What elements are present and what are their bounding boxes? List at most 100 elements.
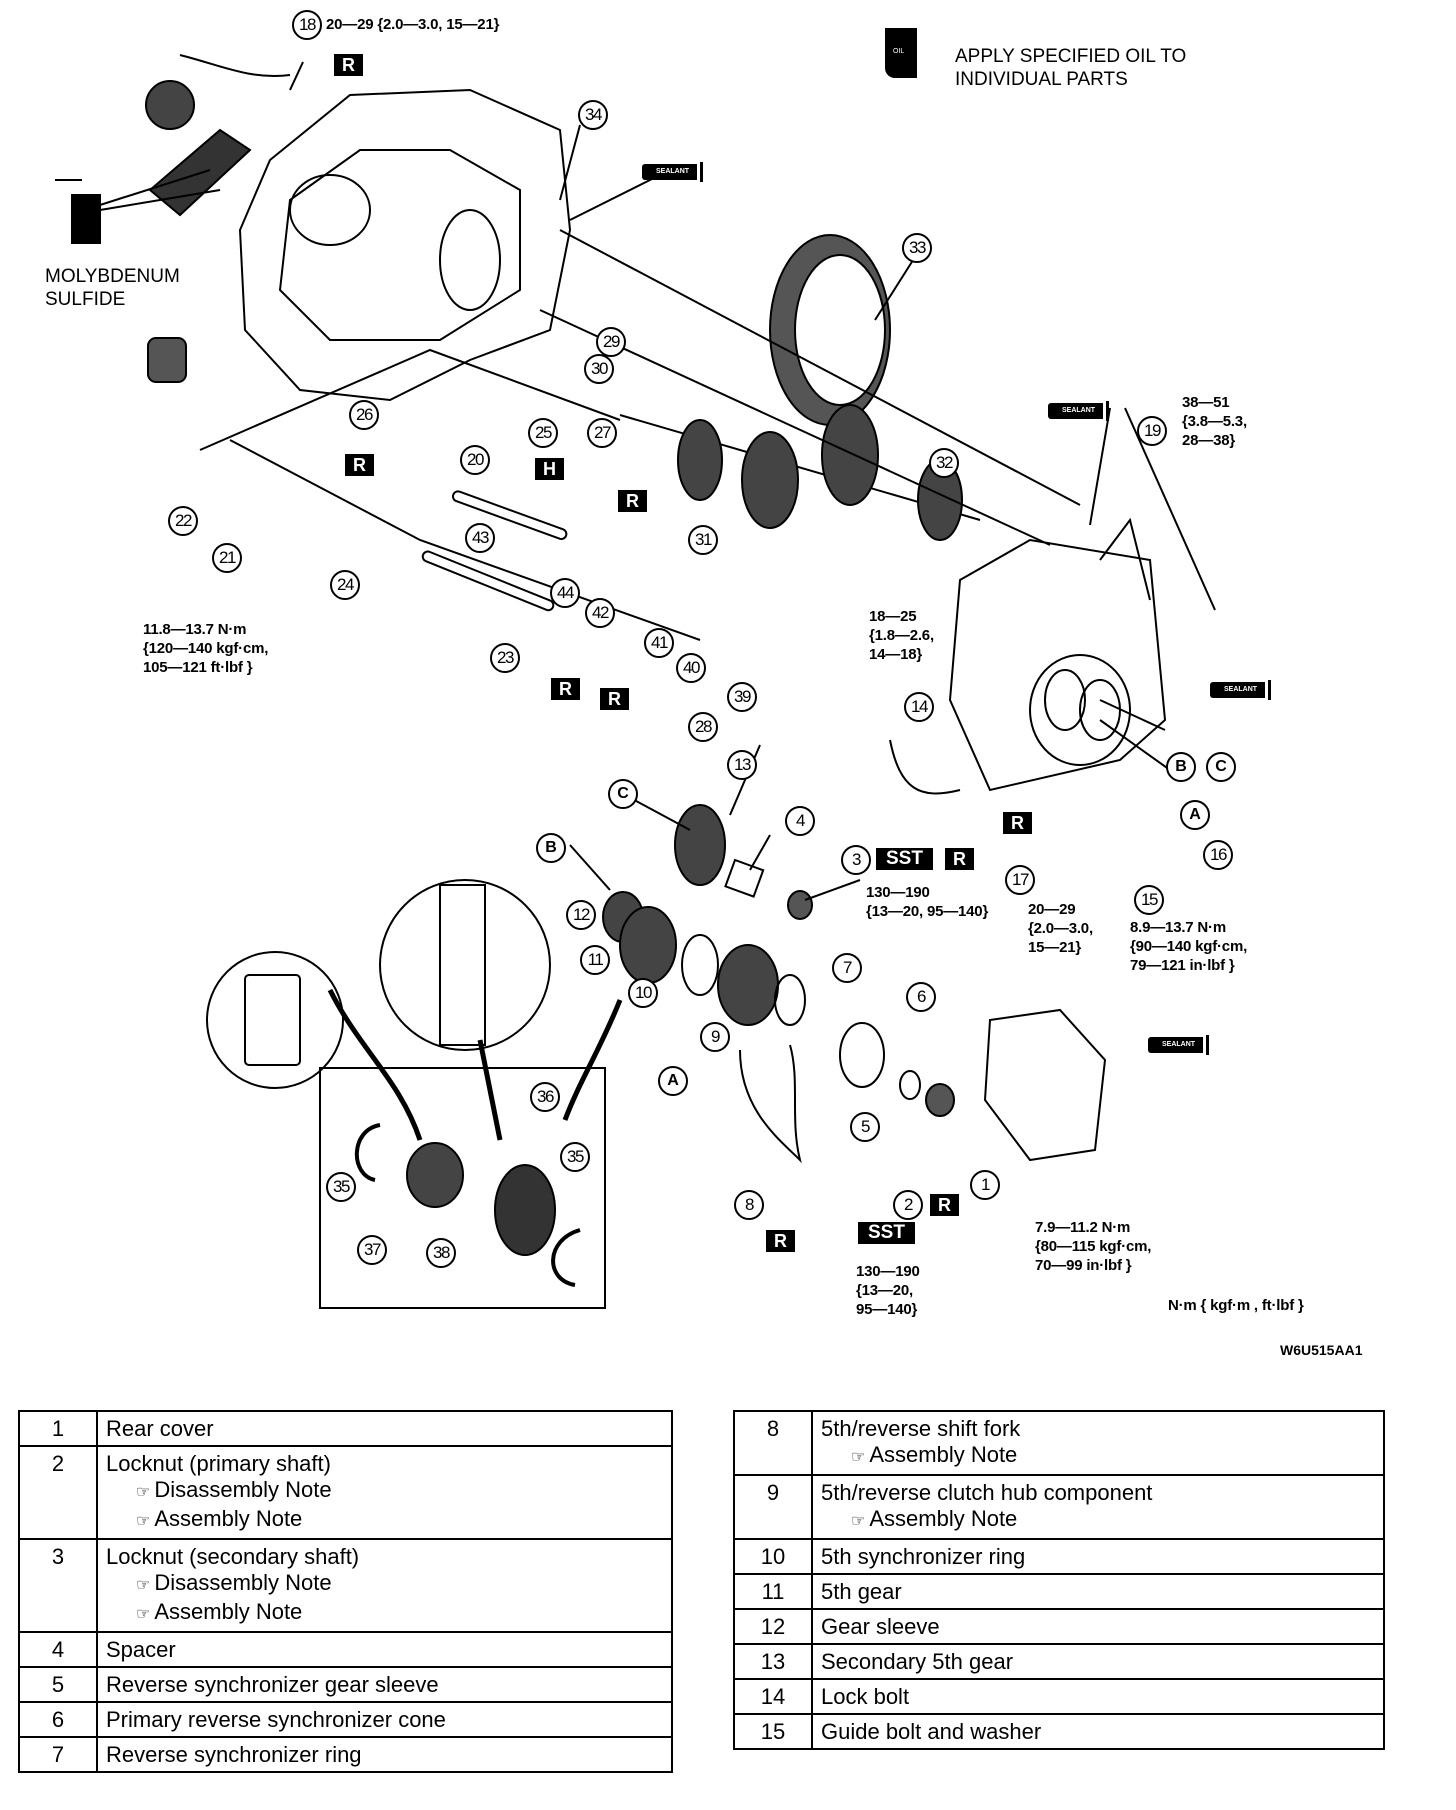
part-name: Reverse synchronizer ring — [106, 1742, 362, 1767]
note-link[interactable]: ☞Assembly Note — [821, 1442, 1375, 1471]
callout-29: 29 — [596, 327, 626, 357]
secondary-5th-gear-drawing — [674, 804, 726, 886]
replace-badge: R — [618, 490, 647, 512]
callout-9: 9 — [700, 1022, 730, 1052]
callout-27: 27 — [587, 418, 617, 448]
callout-4: 4 — [785, 806, 815, 836]
part-name: Secondary 5th gear — [821, 1649, 1014, 1674]
letter-callout-b: B — [536, 833, 566, 863]
replace-badge: R — [1003, 812, 1032, 834]
part-description-cell: 5th gear — [811, 1573, 1385, 1610]
replace-badge: R — [600, 688, 629, 710]
oil-can-icon: OIL — [885, 28, 917, 78]
torque-19: 38—51 {3.8—5.3, 28—38} — [1182, 394, 1247, 449]
note-label[interactable]: Disassembly Note — [154, 1570, 332, 1595]
part-number: 12 — [733, 1608, 813, 1645]
part-description-cell: Primary reverse synchronizer cone — [96, 1701, 673, 1738]
replace-badge: R — [930, 1194, 959, 1216]
diagram-code: W6U515AA1 — [1280, 1342, 1363, 1358]
replace-badge: R — [334, 54, 363, 76]
note-link[interactable]: ☞Assembly Note — [106, 1506, 663, 1535]
part-number: 8 — [733, 1410, 813, 1476]
callout-26: 26 — [349, 400, 379, 430]
letter-callout-a: A — [658, 1066, 688, 1096]
callout-6: 6 — [906, 982, 936, 1012]
part-name: 5th/reverse clutch hub component — [821, 1480, 1153, 1505]
callout-15: 15 — [1134, 885, 1164, 915]
callout-42: 42 — [585, 598, 615, 628]
pointing-hand-icon: ☞ — [136, 1484, 151, 1501]
part-name: Spacer — [106, 1637, 176, 1662]
part-number: 9 — [733, 1474, 813, 1540]
part-name: 5th synchronizer ring — [821, 1544, 1026, 1569]
part-name: Guide bolt and washer — [821, 1719, 1042, 1744]
spray-can-icon — [71, 194, 101, 244]
callout-12: 12 — [566, 900, 596, 930]
callout-33: 33 — [902, 233, 932, 263]
part-description-cell: 5th/reverse clutch hub component☞Assembl… — [811, 1474, 1385, 1540]
callout-41: 41 — [644, 628, 674, 658]
part-number: 11 — [733, 1573, 813, 1610]
replace-badge: R — [551, 678, 580, 700]
torque-15: 8.9—13.7 N·m {90—140 kgf·cm, 79—121 in·l… — [1130, 919, 1248, 974]
sst-badge: SST — [858, 1222, 915, 1244]
callout-25: 25 — [528, 418, 558, 448]
part-name: 5th/reverse shift fork — [821, 1416, 1021, 1441]
parts-row: 13 Secondary 5th gear — [733, 1643, 1385, 1680]
callout-39: 39 — [727, 682, 757, 712]
note-label[interactable]: Assembly Note — [869, 1442, 1018, 1467]
callout-7: 7 — [832, 953, 862, 983]
part-name: Reverse synchronizer gear sleeve — [106, 1672, 439, 1697]
callout-13: 13 — [727, 750, 757, 780]
part-description-cell: Rear cover — [96, 1410, 673, 1447]
callout-17: 17 — [1005, 865, 1035, 895]
callout-43: 43 — [465, 523, 495, 553]
callout-35: 35 — [326, 1172, 356, 1202]
note-label[interactable]: Assembly Note — [154, 1599, 303, 1624]
clutch-housing-drawing — [948, 538, 1167, 792]
callout-16: 16 — [1203, 840, 1233, 870]
callout-23: 23 — [490, 643, 520, 673]
units-legend: N·m { kgf·m , ft·lbf } — [1168, 1297, 1304, 1314]
part-name: Primary reverse synchronizer cone — [106, 1707, 446, 1732]
part-description-cell: Lock bolt — [811, 1678, 1385, 1715]
torque-lower-left: 11.8—13.7 N·m {120—140 kgf·cm, 105—121 f… — [143, 621, 269, 676]
callout-3: 3 — [841, 845, 871, 875]
note-label[interactable]: Assembly Note — [869, 1506, 1018, 1531]
part-description-cell: Gear sleeve — [811, 1608, 1385, 1645]
pointing-hand-icon: ☞ — [851, 1449, 866, 1466]
callout-36: 36 — [530, 1082, 560, 1112]
letter-callout-b: B — [1166, 752, 1196, 782]
note-link[interactable]: ☞Disassembly Note — [106, 1570, 663, 1599]
pointing-hand-icon: ☞ — [136, 1513, 151, 1530]
part-description-cell: Spacer — [96, 1631, 673, 1668]
part-name: Rear cover — [106, 1416, 214, 1441]
part-description-cell: Reverse synchronizer ring — [96, 1736, 673, 1773]
note-link[interactable]: ☞Disassembly Note — [106, 1477, 663, 1506]
part-number: 13 — [733, 1643, 813, 1680]
sealant-icon: SEALANT — [642, 162, 704, 182]
part-name: Locknut (secondary shaft) — [106, 1544, 360, 1569]
note-link[interactable]: ☞Assembly Note — [821, 1506, 1375, 1535]
oil-note: APPLY SPECIFIED OIL TO INDIVIDUAL PARTS — [955, 46, 1187, 90]
callout-30: 30 — [584, 354, 614, 384]
note-link[interactable]: ☞Assembly Note — [106, 1599, 663, 1628]
sst-badge: SST — [876, 848, 933, 870]
shift-fork-drawing — [739, 1044, 802, 1164]
note-label[interactable]: Disassembly Note — [154, 1477, 332, 1502]
callout-1: 1 — [970, 1170, 1000, 1200]
part-number: 7 — [18, 1736, 98, 1773]
callout-35: 35 — [560, 1142, 590, 1172]
callout-34: 34 — [578, 100, 608, 130]
callout-18: 18 — [292, 10, 322, 40]
diagram-drawing — [55, 54, 1216, 1309]
note-label[interactable]: Assembly Note — [154, 1506, 303, 1531]
